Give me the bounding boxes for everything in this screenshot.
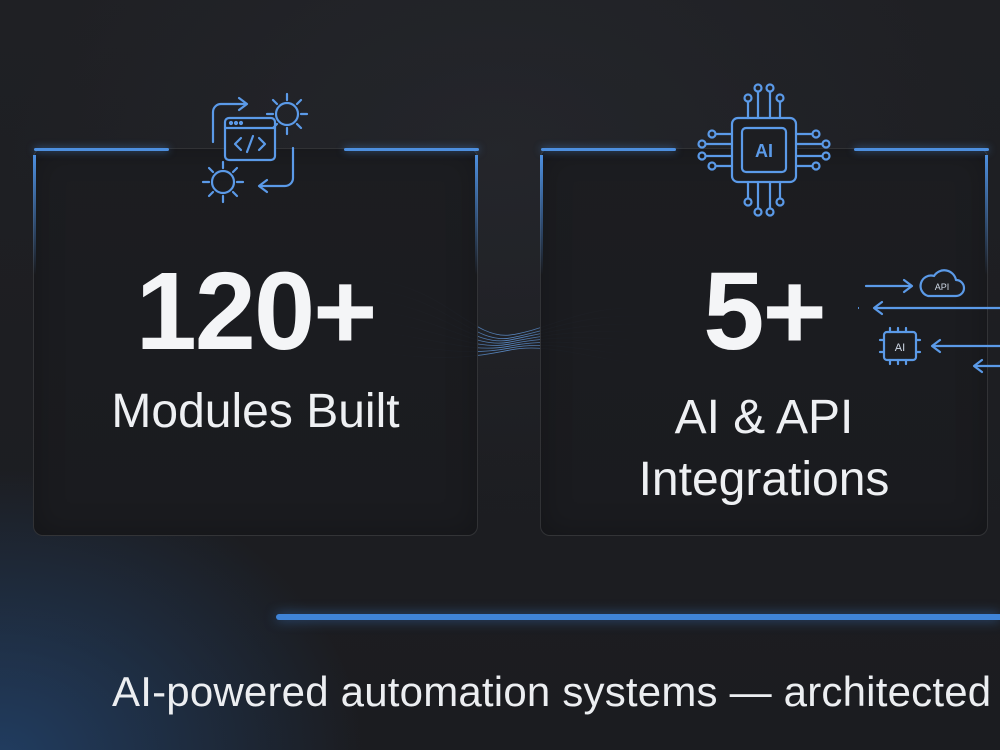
arrow-left-icon	[930, 338, 1000, 354]
card-glow-left	[34, 148, 169, 151]
api-badge: API	[935, 282, 950, 292]
stat-label-line: AI & API	[674, 391, 854, 444]
chip-ai-text: AI	[755, 141, 773, 161]
card-side-glow	[540, 155, 543, 275]
card-side-glow	[33, 155, 36, 275]
ai-chip-icon: AI	[694, 80, 834, 220]
stat-card-integrations: 5+ AI & API Integrations	[540, 148, 989, 536]
arrow-right-icon	[864, 278, 914, 294]
arrow-left-icon	[972, 358, 1000, 374]
stat-number-modules: 120+	[135, 250, 378, 373]
stat-label-line: Integrations	[638, 453, 890, 506]
cloud-icon	[919, 269, 966, 298]
accent-bar	[276, 614, 1000, 620]
card-side-glow	[475, 155, 478, 275]
integration-flow-diagram: API AI	[858, 269, 1000, 374]
card-glow-right	[344, 148, 479, 151]
card-side-glow	[985, 155, 988, 275]
card-glow-right	[854, 148, 989, 151]
stat-card-modules: 120+ Modules Built	[33, 148, 479, 536]
stat-label-integrations: AI & API Integrations	[541, 387, 987, 511]
stat-number-integrations: 5+	[703, 250, 826, 373]
chip-icon	[878, 326, 922, 366]
ai-badge: AI	[895, 342, 905, 354]
code-gears-icon	[185, 82, 320, 212]
stat-label-modules: Modules Built	[111, 385, 400, 438]
tagline: AI-powered automation systems — architec…	[112, 668, 992, 715]
arrow-left-icon	[872, 300, 1000, 316]
card-glow-left	[541, 148, 676, 151]
